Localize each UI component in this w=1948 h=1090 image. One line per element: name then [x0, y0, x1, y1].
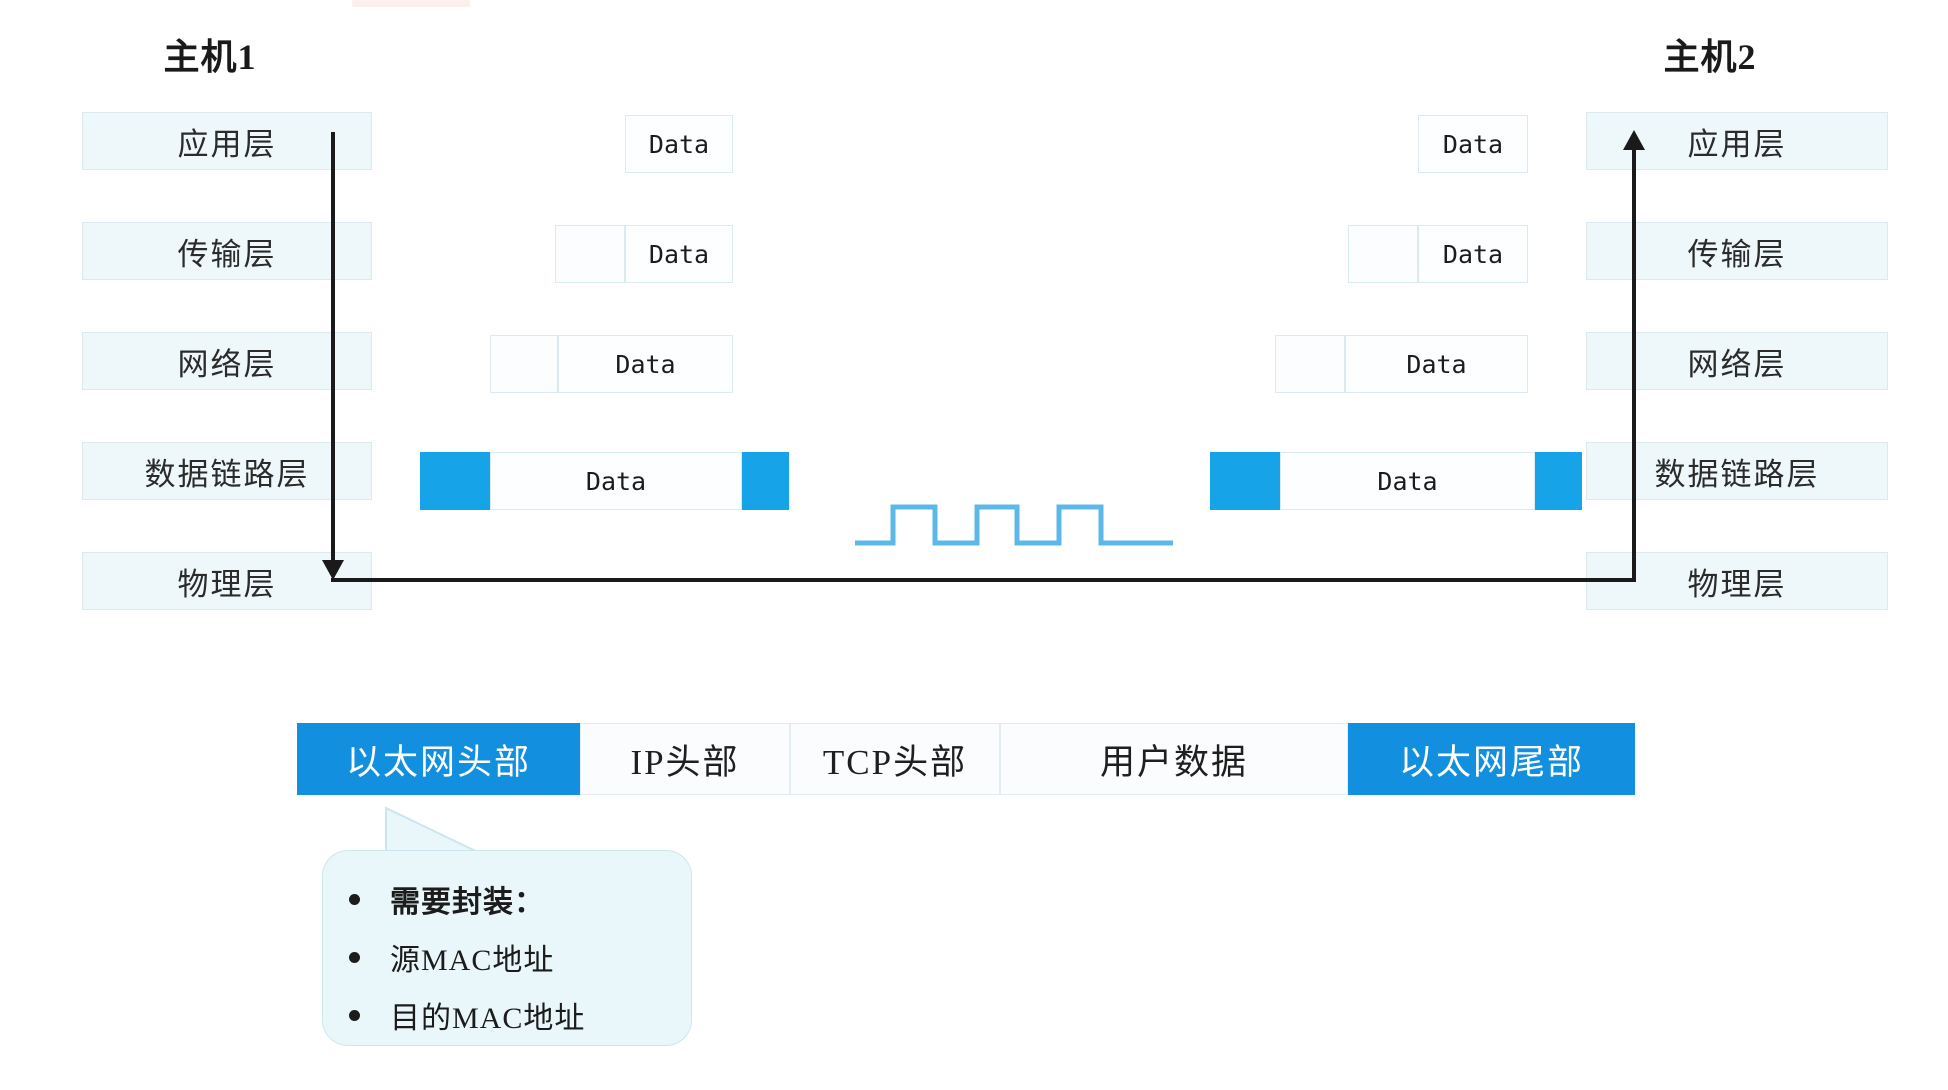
pdu-data-segment: Data — [558, 335, 733, 393]
layer-label: 物理层 — [1687, 566, 1787, 602]
pdu-ethernet-header-block — [1210, 452, 1280, 510]
host-title-right: 主机2 — [1663, 37, 1757, 77]
layer-label: 物理层 — [177, 566, 277, 602]
encapsulation-arrow-shaft — [331, 132, 335, 576]
pdu-ethernet-trailer-block — [1535, 452, 1582, 510]
callout-item-label: 需要封装： — [390, 886, 545, 919]
layer-label: 数据链路层 — [1654, 456, 1820, 492]
callout-item: 需要封装： — [349, 877, 673, 921]
frame-cell-label: IP头部 — [630, 742, 740, 782]
layer-box-right-application[interactable]: 应用层 — [1586, 112, 1888, 170]
layer-label: 网络层 — [177, 346, 277, 382]
pdu-data-segment: Data — [625, 225, 733, 283]
decapsulation-arrow-shaft — [1632, 150, 1636, 582]
pdu-data-segment: Data — [1418, 115, 1528, 173]
frame-cell-ip-header[interactable]: IP头部 — [580, 723, 790, 795]
layer-box-left-transport[interactable]: 传输层 — [82, 222, 372, 280]
physical-medium-line — [331, 578, 1636, 582]
pdu-ethernet-trailer-block — [742, 452, 789, 510]
pdu-data-segment: Data — [1345, 335, 1528, 393]
layer-label: 应用层 — [1687, 126, 1787, 162]
pdu-data-segment: Data — [625, 115, 733, 173]
pdu-left-network: Data — [490, 335, 733, 393]
digital-square-wave-icon — [855, 495, 1175, 555]
layer-box-right-transport[interactable]: 传输层 — [1586, 222, 1888, 280]
bullet-icon — [349, 951, 360, 963]
layer-label: 传输层 — [1687, 236, 1787, 272]
pdu-header-segment — [490, 335, 558, 393]
callout-list: 需要封装： 源MAC地址 目的MAC地址 — [323, 851, 691, 1055]
callout-item-label: 源MAC地址 — [390, 944, 555, 977]
layer-label: 网络层 — [1687, 346, 1787, 382]
pdu-data-segment: Data — [1280, 452, 1535, 510]
frame-cell-user-data[interactable]: 用户数据 — [1000, 723, 1348, 795]
pdu-data-segment: Data — [1418, 225, 1528, 283]
callout-item: 源MAC地址 — [349, 935, 673, 979]
callout-bubble: 需要封装： 源MAC地址 目的MAC地址 — [322, 850, 692, 1046]
pdu-left-datalink: Data — [420, 452, 789, 510]
pdu-left-transport: Data — [555, 225, 733, 283]
pdu-ethernet-header-block — [420, 452, 490, 510]
layer-box-right-datalink[interactable]: 数据链路层 — [1586, 442, 1888, 500]
callout-item-label: 目的MAC地址 — [390, 1002, 586, 1035]
layer-box-left-datalink[interactable]: 数据链路层 — [82, 442, 372, 500]
layer-label: 传输层 — [177, 236, 277, 272]
top-edge-artifact — [352, 0, 470, 7]
pdu-right-transport: Data — [1348, 225, 1528, 283]
frame-cell-label: 用户数据 — [1099, 742, 1248, 782]
pdu-header-segment — [1275, 335, 1345, 393]
frame-cell-label: 以太网头部 — [345, 742, 531, 782]
bullet-icon — [349, 893, 360, 905]
encapsulation-arrow-head — [322, 560, 344, 580]
layer-box-left-application[interactable]: 应用层 — [82, 112, 372, 170]
pdu-right-datalink: Data — [1210, 452, 1582, 510]
decapsulation-arrow-head — [1623, 130, 1645, 150]
layer-label: 数据链路层 — [144, 456, 310, 492]
frame-cell-label: 以太网尾部 — [1398, 742, 1584, 782]
pdu-header-segment — [555, 225, 625, 283]
pdu-header-segment — [1348, 225, 1418, 283]
layer-box-right-physical[interactable]: 物理层 — [1586, 552, 1888, 610]
pdu-left-application: Data — [625, 115, 733, 173]
pdu-right-application: Data — [1418, 115, 1528, 173]
layer-box-right-network[interactable]: 网络层 — [1586, 332, 1888, 390]
layer-box-left-network[interactable]: 网络层 — [82, 332, 372, 390]
callout-item: 目的MAC地址 — [349, 993, 673, 1037]
frame-cell-label: TCP头部 — [822, 742, 968, 782]
pdu-data-segment: Data — [490, 452, 742, 510]
frame-cell-ethernet-header[interactable]: 以太网头部 — [297, 723, 580, 795]
pdu-right-network: Data — [1275, 335, 1528, 393]
bullet-icon — [349, 1009, 360, 1021]
layer-label: 应用层 — [177, 126, 277, 162]
frame-cell-ethernet-trailer[interactable]: 以太网尾部 — [1348, 723, 1635, 795]
host-title-left: 主机1 — [163, 37, 257, 77]
frame-cell-tcp-header[interactable]: TCP头部 — [790, 723, 1000, 795]
